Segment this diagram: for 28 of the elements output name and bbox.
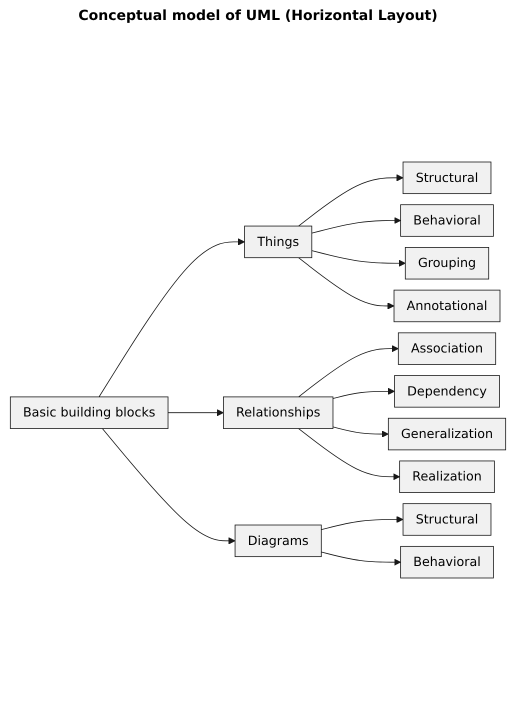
arrow: [102, 428, 236, 544]
node-box: Things: [244, 226, 312, 258]
node-box: Basic building blocks: [10, 396, 168, 429]
node-box: Structural: [402, 503, 492, 536]
node-box: Grouping: [404, 247, 490, 280]
node-box: Behavioral: [400, 546, 494, 578]
node-box: Realization: [399, 460, 495, 493]
node-box: Diagrams: [234, 524, 322, 558]
node-box: Relationships: [223, 396, 334, 429]
arrow: [298, 174, 404, 226]
node-box: Structural: [402, 162, 492, 194]
arrow: [98, 238, 245, 398]
arrow: [320, 552, 401, 566]
node-box: Dependency: [394, 375, 500, 408]
node-box: Association: [398, 332, 496, 365]
arrow: [168, 409, 224, 416]
arrow: [298, 345, 399, 398]
arrow: [311, 217, 401, 234]
node-box: Behavioral: [400, 204, 494, 237]
diagram-title: Conceptual model of UML (Horizontal Layout): [78, 8, 438, 24]
arrow: [298, 428, 400, 480]
node-box: Annotational: [394, 290, 500, 322]
node-box: Generalization: [388, 418, 506, 450]
arrow: [332, 388, 395, 399]
arrow: [311, 250, 406, 267]
arrow: [332, 426, 389, 438]
arrow: [298, 257, 394, 310]
arrow: [320, 516, 404, 530]
